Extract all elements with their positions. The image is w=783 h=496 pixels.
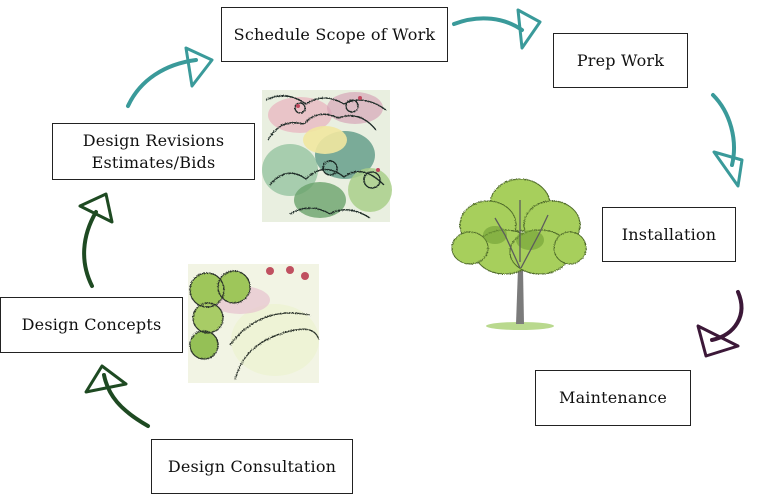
step-installation: Installation <box>602 207 736 262</box>
step-label-line2: Estimates/Bids <box>91 152 216 172</box>
step-label: Installation <box>621 224 717 244</box>
garden-plan-illustration-bottom <box>188 264 320 383</box>
step-label: Maintenance <box>558 388 668 407</box>
step-design-concepts: Design Concepts <box>0 297 183 353</box>
arrow-concepts-to-revisions <box>78 192 114 288</box>
step-design-revisions: Design Revisions Estimates/Bids <box>52 123 255 180</box>
step-label: Schedule Scope of Work <box>233 24 436 44</box>
step-label: Design Concepts <box>21 315 162 334</box>
step-schedule-scope-of-work: Schedule Scope of Work <box>221 7 448 62</box>
arrow-prep-to-installation <box>711 93 744 188</box>
step-label: Design Consultation <box>167 456 337 476</box>
garden-plan-illustration-top <box>262 90 392 222</box>
tree-illustration <box>451 178 587 330</box>
arrow-consultation-to-concepts <box>84 364 150 428</box>
step-design-consultation: Design Consultation <box>151 439 353 494</box>
step-maintenance: Maintenance <box>535 370 691 426</box>
step-prep-work: Prep Work <box>553 33 688 88</box>
step-label-line1: Design Revisions <box>82 130 225 150</box>
arrow-revisions-to-schedule <box>126 46 214 108</box>
arrow-installation-to-maintenance <box>696 290 744 358</box>
arrow-schedule-to-prep <box>452 8 542 50</box>
step-label: Prep Work <box>576 50 665 70</box>
